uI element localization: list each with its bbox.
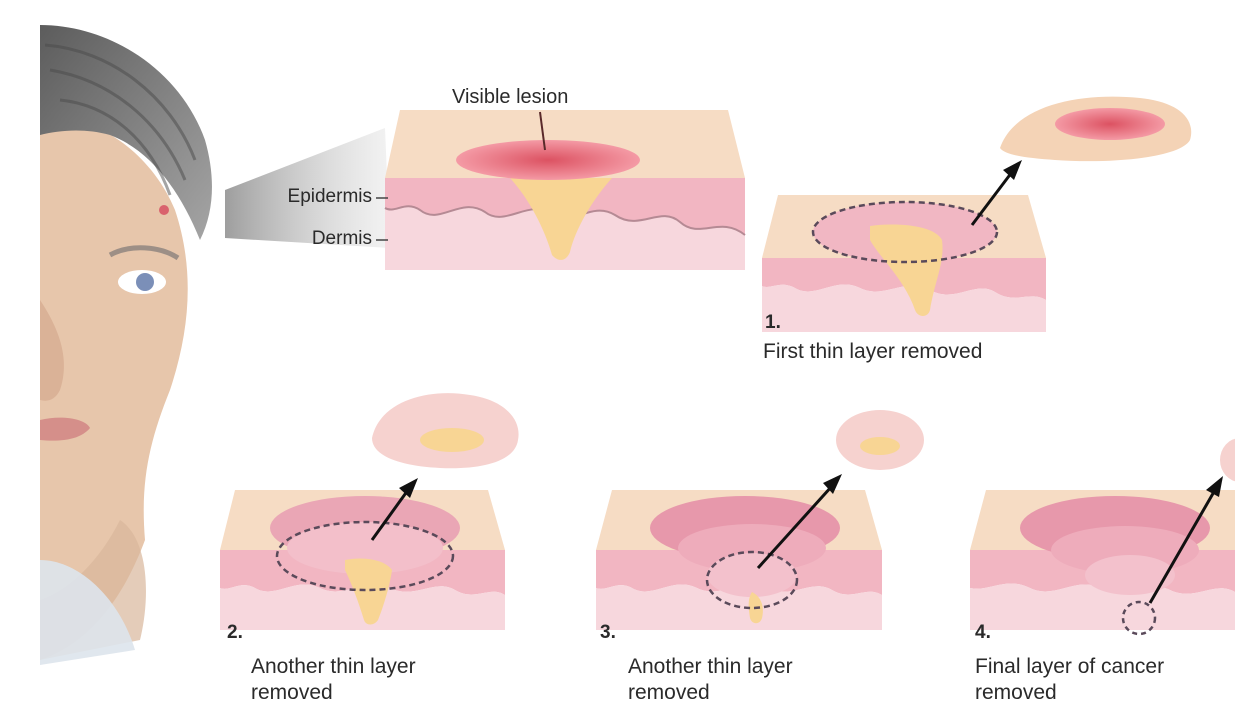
step-3-caption-line-1: Another thin layer [628, 655, 793, 679]
step-3-caption-line-2: removed [628, 681, 710, 705]
skin-block-step-1 [762, 195, 1046, 332]
step-1-caption: First thin layer removed [763, 340, 982, 364]
skin-block-step-3 [596, 490, 882, 630]
label-epidermis: Epidermis [250, 186, 372, 207]
removed-layer-4-disk [1220, 438, 1235, 482]
label-dermis: Dermis [250, 228, 372, 249]
patient-face [40, 25, 212, 665]
step-2-number: 2. [227, 622, 243, 643]
removed-layer-3-tumor [860, 437, 900, 455]
step-2-caption-line-1: Another thin layer [251, 655, 416, 679]
step-2-caption-line-2: removed [251, 681, 333, 705]
skin-block-step-4 [970, 490, 1235, 634]
step-4-number: 4. [975, 622, 991, 643]
iris [136, 273, 154, 291]
face-lesion [159, 205, 169, 215]
removed-layer-1-lesion [1055, 108, 1165, 140]
step-4-caption-line-2: removed [975, 681, 1057, 705]
step-1-number: 1. [765, 312, 781, 333]
step-4-caption-line-1: Final layer of cancer [975, 655, 1164, 679]
label-visible-lesion: Visible lesion [452, 86, 568, 108]
step-3-number: 3. [600, 622, 616, 643]
removed-layer-1 [1000, 97, 1191, 162]
removed-layer-3 [836, 410, 924, 470]
removed-layer-2-tumor [420, 428, 484, 452]
visible-lesion-spot [456, 140, 640, 180]
step1-arrow-head [1003, 160, 1022, 180]
step4-inner-pit [1085, 555, 1175, 595]
skin-block-main [385, 110, 745, 270]
skin-block-step-2 [220, 490, 505, 630]
removed-layer-2 [372, 393, 519, 468]
removed-layer-4 [1220, 438, 1235, 482]
